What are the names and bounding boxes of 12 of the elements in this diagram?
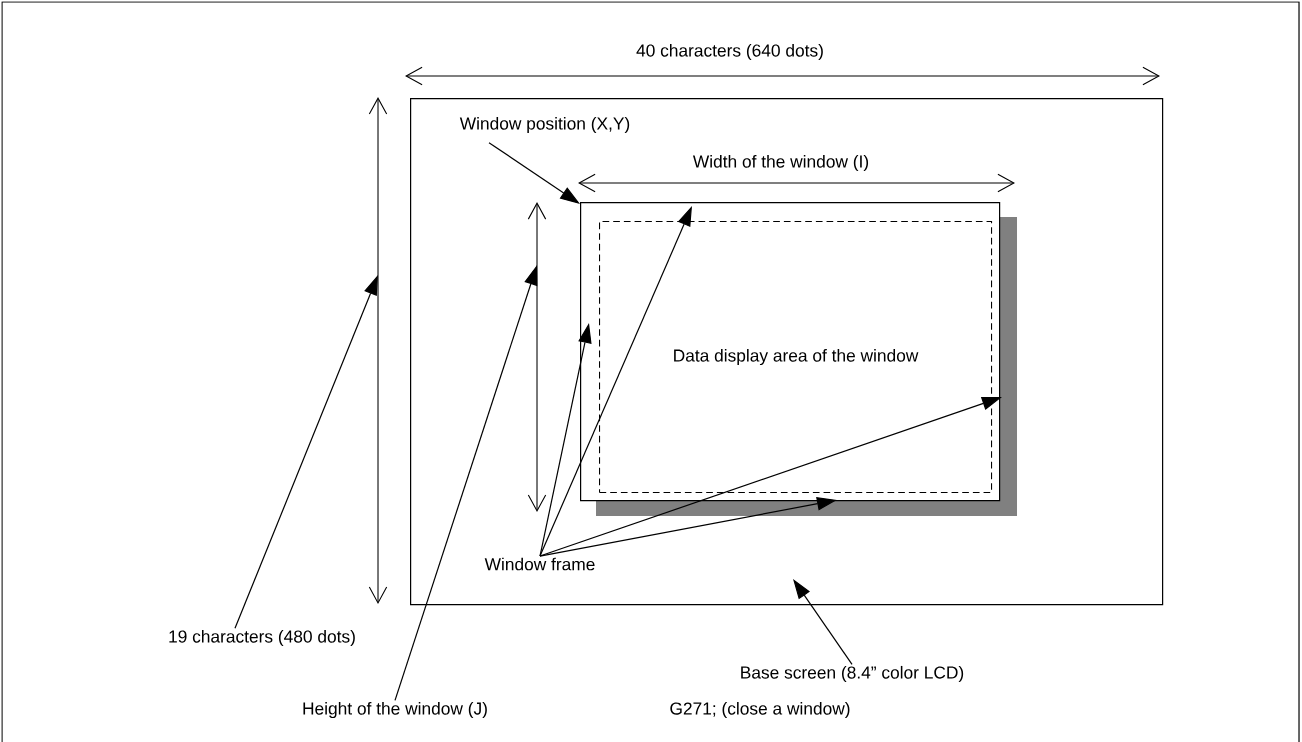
screen-box	[410, 98, 1164, 606]
callout-text: Window frame	[484, 557, 595, 571]
leader-line	[488, 142, 580, 204]
callout-text: Base screen (8.4” color LCD)	[741, 665, 964, 683]
dimension-label: Width of the window (I)	[692, 154, 869, 172]
leader-line	[793, 579, 853, 665]
callout-text: Window position (X,Y)	[459, 116, 630, 134]
note-text: G271; (close a window)	[670, 701, 850, 719]
callout-text: Height of the window (J)	[303, 701, 487, 719]
display-area-box: Data display area of the window	[599, 221, 993, 494]
dimension-label: 40 characters (640 dots)	[636, 43, 823, 61]
callout-text: 19 characters (480 dots)	[169, 629, 355, 647]
